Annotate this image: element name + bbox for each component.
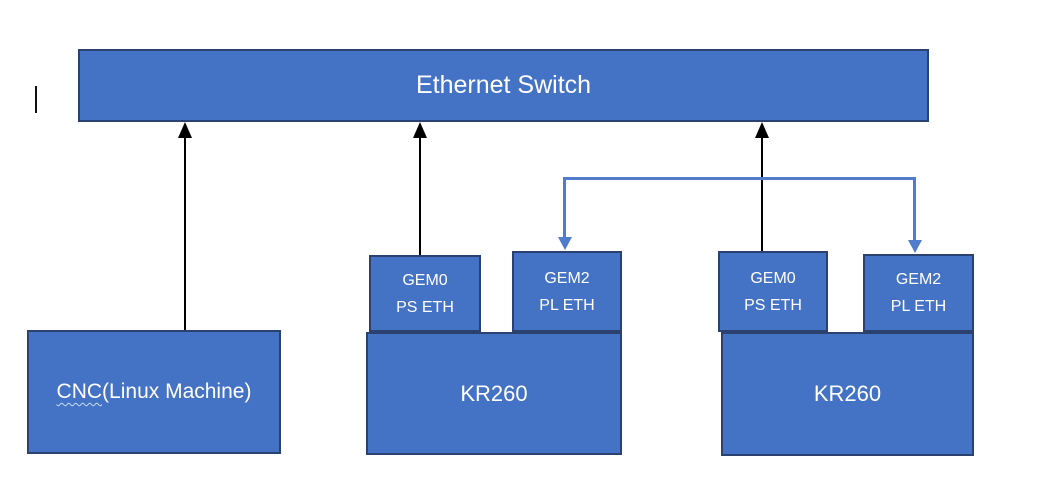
arrowhead-down-icon (557, 237, 572, 250)
gem2-left-line2: PL ETH (539, 296, 595, 314)
arrow-gem0-right-to-switch-line (760, 134, 764, 251)
arrowhead-up-icon (178, 122, 192, 138)
gem2-pl-eth-box-right: GEM2 PL ETH (863, 254, 974, 332)
arrow-gem0-right-to-switch (755, 122, 769, 251)
arrow-gem0-left-to-switch-line (418, 134, 422, 255)
cnc-label-underlined: CNC (56, 380, 103, 403)
kr260-box-left: KR260 (366, 332, 622, 455)
kr260-right-label: KR260 (813, 381, 882, 406)
arrowhead-up-icon (413, 122, 427, 138)
cnc-box: CNC(Linux Machine) (27, 330, 281, 454)
cnc-label: CNC(Linux Machine) (57, 380, 252, 404)
pl-eth-connector-left-drop-line (563, 177, 566, 238)
pl-eth-connector-right-drop-line (913, 177, 916, 241)
kr260-left-label: KR260 (460, 380, 528, 406)
ethernet-switch-label: Ethernet Switch (415, 71, 592, 99)
gem2-pl-eth-box-left: GEM2 PL ETH (512, 251, 622, 332)
arrow-cnc-to-switch-line (183, 134, 187, 330)
gem0-ps-eth-box-left: GEM0 PS ETH (369, 255, 481, 332)
arrow-cnc-to-switch (178, 122, 192, 330)
cnc-label-rest: (Linux Machine) (102, 380, 252, 403)
gem0-left-line2: PS ETH (396, 298, 454, 316)
kr260-box-right: KR260 (721, 332, 974, 456)
gem2-left-line1: GEM2 (544, 269, 590, 287)
arrow-gem0-left-to-switch (413, 122, 427, 255)
gem0-right-line2: PS ETH (744, 296, 802, 314)
ethernet-switch-box: Ethernet Switch (78, 49, 929, 122)
gem0-left-line1: GEM0 (402, 271, 448, 289)
gem0-ps-eth-box-right: GEM0 PS ETH (718, 251, 828, 332)
arrowhead-down-icon (907, 240, 922, 253)
gem2-right-line1: GEM2 (895, 271, 942, 288)
pl-eth-connector-horizontal-line (563, 177, 916, 180)
arrowhead-up-icon (755, 122, 769, 138)
gem2-right-line2: PL ETH (890, 298, 947, 315)
gem0-right-line1: GEM0 (750, 269, 796, 287)
text-cursor-mark (35, 86, 37, 113)
